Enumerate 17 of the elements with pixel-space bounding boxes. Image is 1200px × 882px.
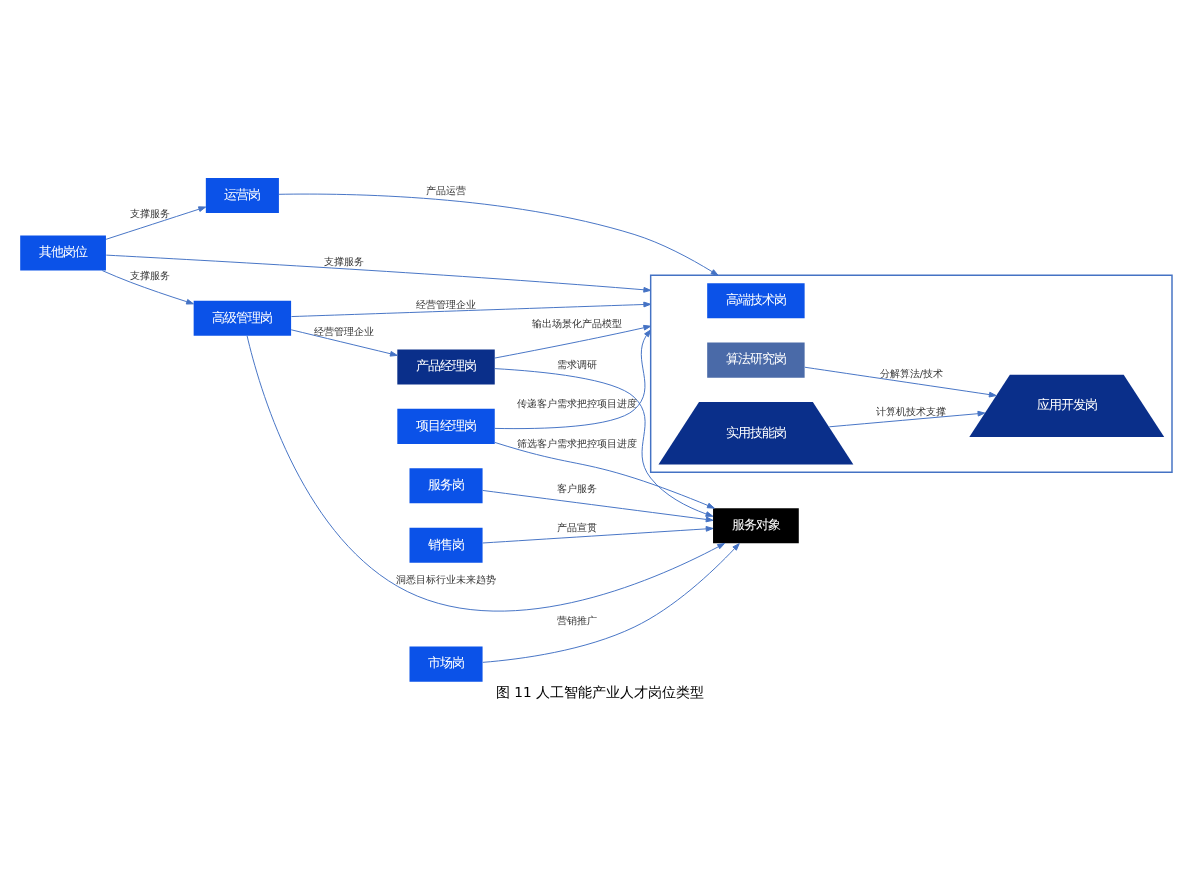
arrow	[105, 206, 207, 240]
arrow	[828, 410, 986, 428]
arrow	[290, 329, 398, 357]
arrow	[494, 368, 714, 517]
arrow	[246, 335, 726, 612]
cluster	[649, 274, 1173, 473]
arrow	[494, 329, 652, 430]
arrow	[494, 442, 715, 509]
arrow	[482, 543, 740, 663]
arrow	[482, 489, 714, 523]
arrow	[278, 193, 719, 276]
arrow	[101, 270, 194, 305]
arrow	[291, 301, 652, 318]
arrow	[105, 254, 652, 293]
arrow	[494, 324, 652, 359]
arrow	[804, 366, 997, 398]
arrow	[482, 526, 714, 544]
